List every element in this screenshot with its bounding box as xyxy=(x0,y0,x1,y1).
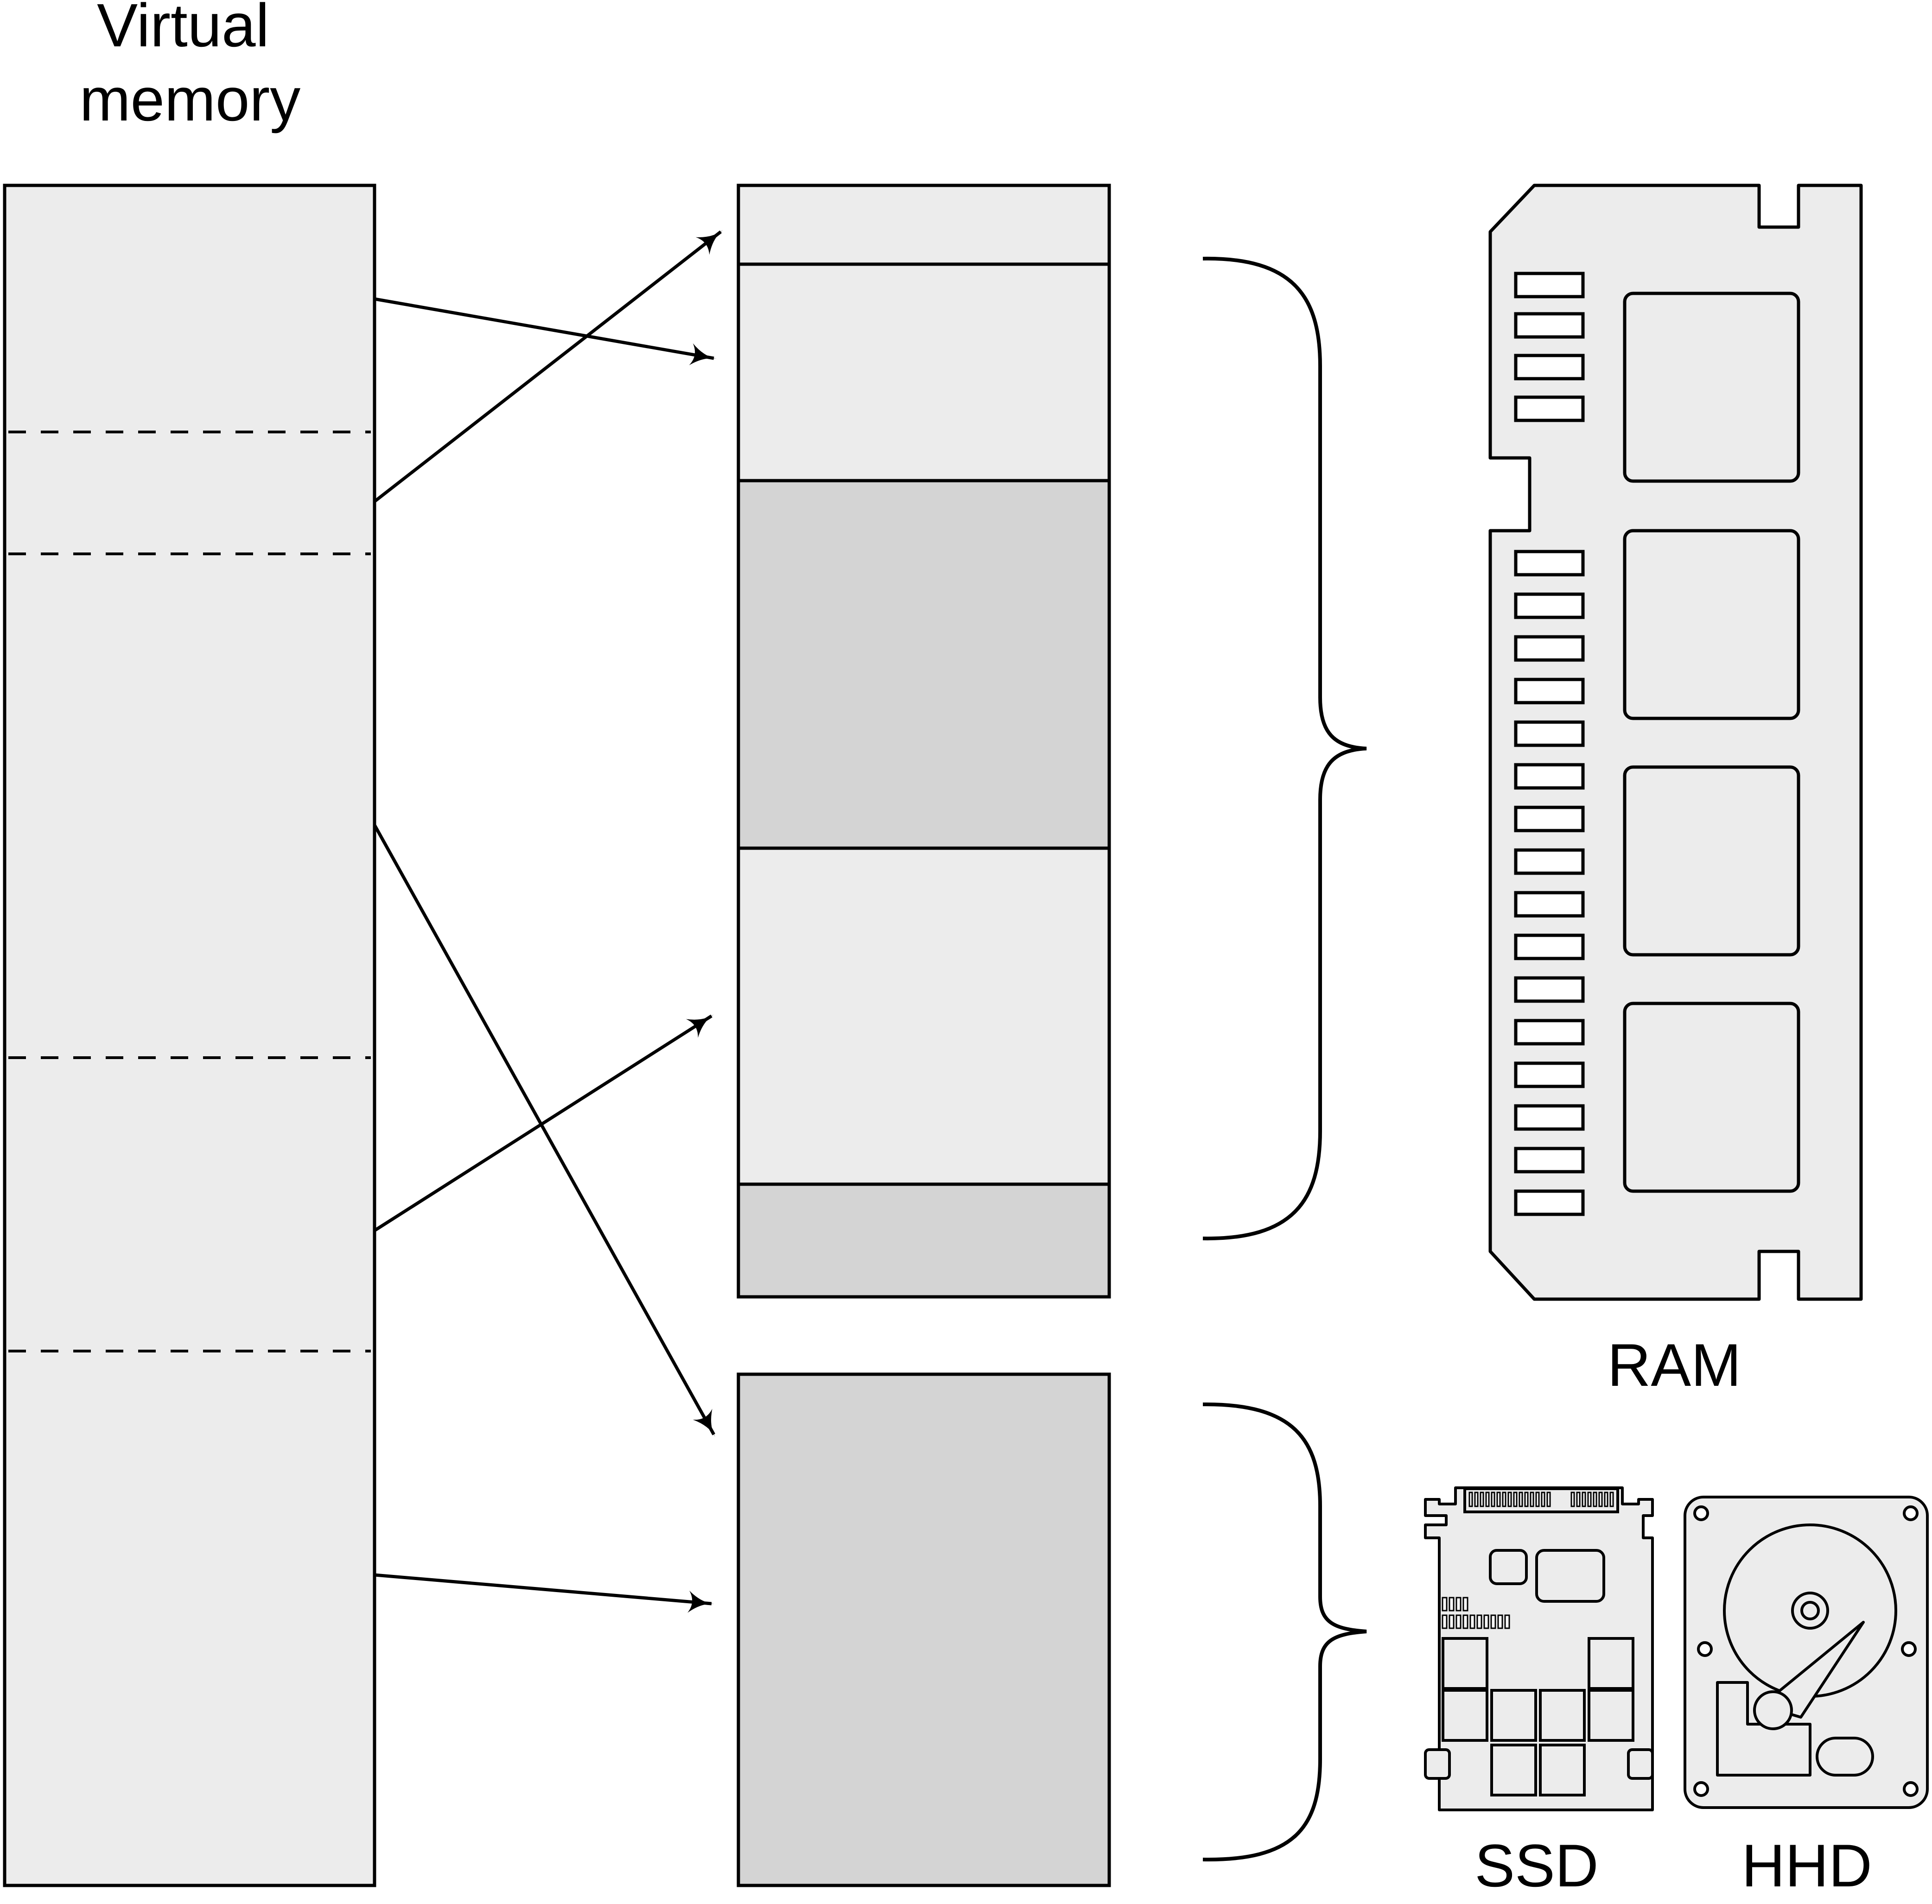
smd-component xyxy=(1497,1614,1503,1629)
connector-pin xyxy=(1480,1491,1484,1507)
frame xyxy=(737,846,1111,1186)
smd-component xyxy=(1476,1614,1482,1629)
flash-chip xyxy=(1588,1637,1634,1690)
physical-memory-column xyxy=(737,184,1111,1299)
connector-pin xyxy=(1593,1491,1597,1507)
connector-pin xyxy=(1507,1491,1512,1507)
ram-pin xyxy=(1514,1104,1585,1131)
connector-pin xyxy=(1604,1491,1608,1507)
ram-pin xyxy=(1514,272,1585,298)
connector-pin xyxy=(1519,1491,1523,1507)
connector-pin xyxy=(1570,1491,1575,1507)
ram-brace xyxy=(1202,256,1367,1241)
ram-pin xyxy=(1514,933,1585,960)
connector-pin xyxy=(1541,1491,1545,1507)
smd-component xyxy=(1483,1614,1489,1629)
smd-component xyxy=(1449,1614,1455,1629)
flash-chip xyxy=(1490,1744,1537,1796)
flash-chip xyxy=(1539,1744,1586,1796)
ram-pin xyxy=(1514,976,1585,1003)
ram-pin xyxy=(1514,635,1585,662)
ssd-label: SSD xyxy=(1474,1832,1598,1899)
hdd-icon xyxy=(1684,1496,1929,1809)
ram-pin xyxy=(1514,395,1585,422)
smd-component xyxy=(1455,1614,1462,1629)
flash-chip xyxy=(1490,1689,1537,1742)
page-mapping-arrows xyxy=(373,230,723,1613)
connector-pin xyxy=(1468,1491,1473,1507)
ram-pin xyxy=(1514,720,1585,747)
smd-component xyxy=(1462,1597,1468,1612)
ram-pin xyxy=(1514,354,1585,381)
connector-pin xyxy=(1474,1491,1479,1507)
ram-pin xyxy=(1514,891,1585,918)
connector-pin xyxy=(1502,1491,1506,1507)
ram-pins xyxy=(1514,272,1585,1216)
ssd-connector-pins xyxy=(1468,1491,1614,1507)
storage-brace xyxy=(1202,1402,1367,1862)
ssd-small-components xyxy=(1442,1597,1510,1629)
ram-chip xyxy=(1623,292,1800,483)
connector-pin xyxy=(1587,1491,1592,1507)
connector-pin xyxy=(1491,1491,1495,1507)
ram-pin xyxy=(1514,678,1585,704)
ram-chip xyxy=(1623,1002,1800,1193)
frame xyxy=(737,1182,1111,1299)
connector-pin xyxy=(1535,1491,1540,1507)
hdd-label: HHD xyxy=(1741,1832,1872,1899)
smd-component xyxy=(1462,1614,1468,1629)
mapping-arrow xyxy=(373,230,723,503)
flash-chip xyxy=(1588,1689,1634,1742)
ram-chip xyxy=(1623,765,1800,957)
smd-component xyxy=(1490,1614,1496,1629)
disk-storage-column xyxy=(737,1372,1111,1887)
flash-chip xyxy=(1442,1637,1488,1690)
ram-pin xyxy=(1514,550,1585,577)
ram-pin xyxy=(1514,312,1585,339)
ram-pin xyxy=(1514,1147,1585,1174)
ssd-memory-chips xyxy=(1442,1637,1634,1796)
connector-pin xyxy=(1530,1491,1534,1507)
smd-component xyxy=(1504,1614,1510,1629)
connector-pin xyxy=(1524,1491,1529,1507)
ram-module-icon xyxy=(1488,184,1863,1301)
ram-pin xyxy=(1514,1019,1585,1046)
ssd-icon xyxy=(1424,1486,1654,1811)
frame xyxy=(737,479,1111,850)
virtual-memory-title-line1: Virtual xyxy=(97,0,269,59)
connector-pin xyxy=(1576,1491,1581,1507)
connector-pin xyxy=(1485,1491,1490,1507)
connector-pin xyxy=(1513,1491,1518,1507)
mapping-arrow xyxy=(374,297,717,366)
frame xyxy=(737,262,1111,482)
smd-component xyxy=(1469,1614,1475,1629)
flash-chip xyxy=(1539,1689,1586,1742)
mapping-arrow xyxy=(374,1014,714,1232)
mapping-arrow xyxy=(374,1573,714,1613)
connector-pin xyxy=(1609,1491,1614,1507)
connector-pin xyxy=(1546,1491,1551,1507)
ram-label: RAM xyxy=(1608,1331,1741,1399)
smd-component xyxy=(1455,1597,1462,1612)
smd-component xyxy=(1449,1597,1455,1612)
smd-component xyxy=(1442,1614,1448,1629)
ram-pin xyxy=(1514,806,1585,832)
ram-pin xyxy=(1514,848,1585,875)
ram-pin xyxy=(1514,763,1585,790)
ram-pin xyxy=(1514,1061,1585,1088)
virtual-memory-column xyxy=(3,184,376,1887)
ram-chip xyxy=(1623,529,1800,720)
connector-pin xyxy=(1496,1491,1501,1507)
ram-pin xyxy=(1514,592,1585,619)
smd-component xyxy=(1442,1597,1448,1612)
connector-pin xyxy=(1582,1491,1586,1507)
flash-chip xyxy=(1442,1689,1488,1742)
virtual-memory-title-line2: memory xyxy=(80,65,301,133)
ram-pin xyxy=(1514,1189,1585,1216)
mapping-arrow xyxy=(373,824,716,1437)
frame xyxy=(737,184,1111,266)
connector-pin xyxy=(1598,1491,1603,1507)
